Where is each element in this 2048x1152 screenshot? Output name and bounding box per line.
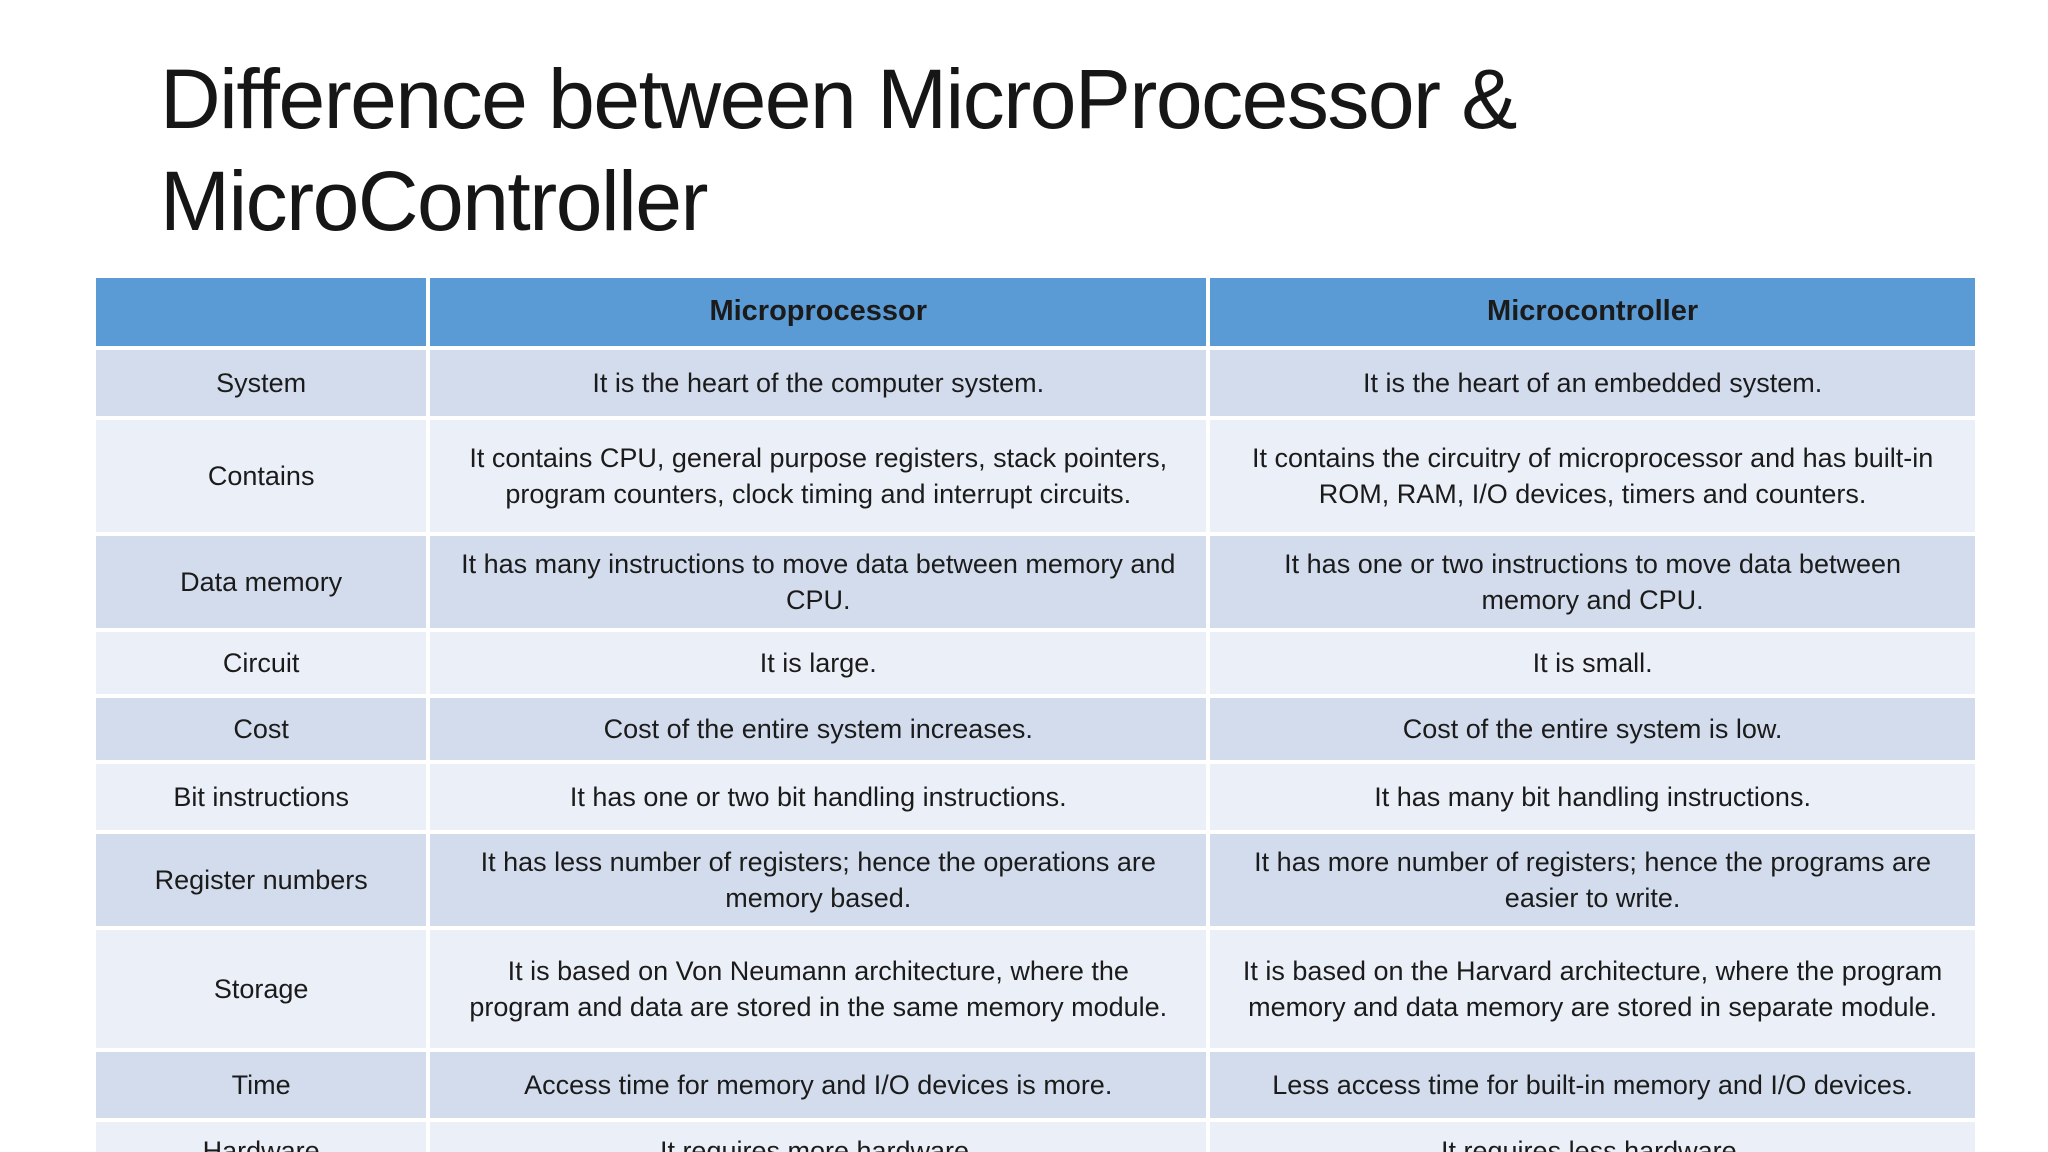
microprocessor-cell: It contains CPU, general purpose registe… [430,420,1207,532]
slide-title: Difference between MicroProcessor & Micr… [160,48,1517,252]
microcontroller-cell: It is small. [1210,632,1975,694]
microcontroller-cell: It has one or two instructions to move d… [1210,536,1975,628]
slide-title-line-1: Difference between MicroProcessor & [160,52,1517,146]
microprocessor-cell: It is based on Von Neumann architecture,… [430,930,1207,1048]
row-label-cell: Bit instructions [96,764,427,830]
microprocessor-cell: It requires more hardware. [430,1122,1207,1152]
microprocessor-cell: Access time for memory and I/O devices i… [430,1052,1207,1118]
row-label-cell: Storage [96,930,427,1048]
microprocessor-cell: It has less number of registers; hence t… [430,834,1207,926]
microcontroller-cell: It is the heart of an embedded system. [1210,350,1975,416]
microcontroller-cell: It is based on the Harvard architecture,… [1210,930,1975,1048]
row-label-cell: Cost [96,698,427,760]
microcontroller-cell: It contains the circuitry of microproces… [1210,420,1975,532]
header-microprocessor: Microprocessor [430,278,1207,346]
microprocessor-cell: It is the heart of the computer system. [430,350,1207,416]
microprocessor-cell: It is large. [430,632,1207,694]
microcontroller-cell: It requires less hardware. [1210,1122,1975,1152]
microprocessor-cell: It has one or two bit handling instructi… [430,764,1207,830]
row-label-cell: Data memory [96,536,427,628]
microcontroller-cell: It has more number of registers; hence t… [1210,834,1975,926]
microprocessor-cell: Cost of the entire system increases. [430,698,1207,760]
row-label-cell: Register numbers [96,834,427,926]
microprocessor-cell: It has many instructions to move data be… [430,536,1207,628]
row-label-cell: Time [96,1052,427,1118]
microcontroller-cell: Cost of the entire system is low. [1210,698,1975,760]
row-label-cell: Contains [96,420,427,532]
header-blank-cell [96,278,427,346]
row-label-cell: Circuit [96,632,427,694]
microcontroller-cell: Less access time for built-in memory and… [1210,1052,1975,1118]
slide-title-line-2: MicroController [160,154,708,248]
microcontroller-cell: It has many bit handling instructions. [1210,764,1975,830]
header-microcontroller: Microcontroller [1210,278,1975,346]
table-header-row: Microprocessor Microcontroller [96,278,1975,346]
row-label-cell: System [96,350,427,416]
row-label-cell: Hardware [96,1122,427,1152]
